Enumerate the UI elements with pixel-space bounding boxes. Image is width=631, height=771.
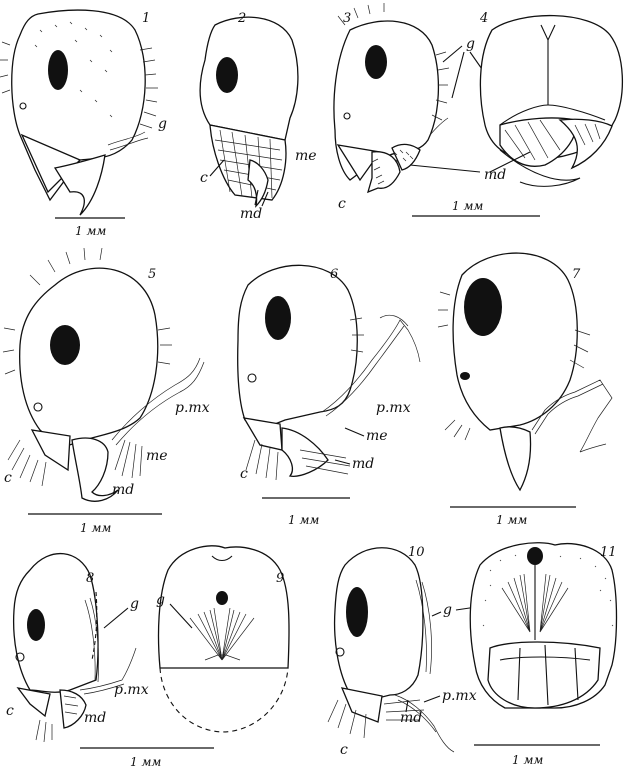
scale-label-3-4: 1 мм bbox=[452, 199, 483, 213]
figure-4-head bbox=[479, 14, 623, 187]
label-g-fig9: g bbox=[156, 592, 165, 608]
scale-label-11: 1 мм bbox=[512, 753, 543, 767]
figure-number-3: 3 bbox=[343, 11, 351, 26]
figure-9-head bbox=[157, 545, 290, 733]
label-me-fig5: me bbox=[146, 448, 168, 464]
figure-number-8: 8 bbox=[86, 571, 94, 586]
label-c-fig6: c bbox=[240, 466, 248, 482]
label-g-fig8: g bbox=[130, 596, 139, 612]
figure-number-5: 5 bbox=[148, 267, 156, 282]
label-g-fig10: g bbox=[443, 602, 452, 618]
label-me-fig2: me bbox=[295, 148, 317, 164]
figure-1-head bbox=[0, 9, 158, 216]
figure-11-head bbox=[469, 542, 618, 709]
label-pmx-fig6: p.mx bbox=[376, 400, 411, 416]
figure-2-head bbox=[199, 16, 299, 208]
scale-label-1: 1 мм bbox=[75, 224, 106, 238]
figure-6-head bbox=[237, 264, 421, 481]
label-c-fig2: c bbox=[200, 170, 208, 186]
label-c-fig3: c bbox=[338, 196, 346, 212]
label-pmx-fig8: p.mx bbox=[114, 682, 149, 698]
figure-8-head bbox=[12, 553, 137, 743]
figure-number-2: 2 bbox=[237, 11, 246, 26]
label-md-fig5: md bbox=[112, 482, 134, 498]
figure-3-head bbox=[333, 3, 450, 194]
label-c-fig5: c bbox=[4, 470, 12, 486]
label-pmx-fig5: p.mx bbox=[175, 400, 210, 416]
label-c-fig8: c bbox=[6, 703, 14, 719]
scale-label-5: 1 мм bbox=[80, 521, 111, 535]
figure-number-1: 1 bbox=[142, 11, 150, 26]
figure-number-10: 10 bbox=[408, 545, 425, 560]
figure-number-7: 7 bbox=[572, 267, 581, 282]
figure-number-9: 9 bbox=[276, 571, 284, 586]
figure-number-4: 4 bbox=[479, 11, 488, 26]
label-c-fig10: c bbox=[340, 742, 348, 758]
label-g-fig3: g bbox=[466, 36, 475, 52]
figure-10-head bbox=[327, 547, 455, 753]
label-md-fig8: md bbox=[84, 710, 106, 726]
scale-label-7: 1 мм bbox=[496, 513, 527, 527]
label-me-fig6: me bbox=[366, 428, 388, 444]
label-md-fig34: md bbox=[484, 167, 506, 183]
figure-number-11: 11 bbox=[600, 545, 617, 560]
label-g-fig1: g bbox=[158, 116, 167, 132]
scale-label-8-9: 1 мм bbox=[130, 755, 161, 769]
figure-number-6: 6 bbox=[330, 267, 338, 282]
label-md-fig6: md bbox=[352, 456, 374, 472]
figure-5-head bbox=[2, 247, 205, 502]
label-md-fig2: md bbox=[240, 206, 262, 222]
scale-label-6: 1 мм bbox=[288, 513, 319, 527]
figure-7-head bbox=[437, 252, 613, 492]
label-md-fig10: md bbox=[400, 710, 422, 726]
label-pmx-fig10: p.mx bbox=[442, 688, 477, 704]
